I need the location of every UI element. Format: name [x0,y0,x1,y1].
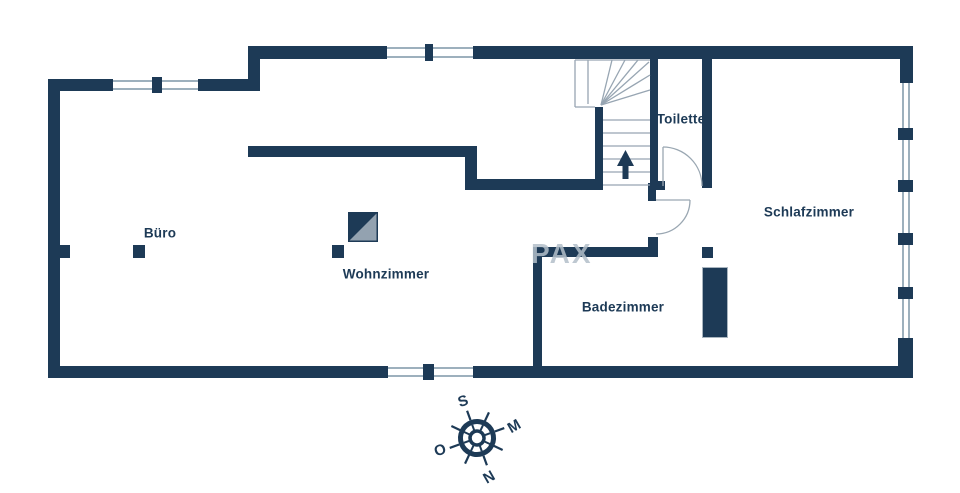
window-mullion [898,180,913,192]
stairs [574,59,651,186]
room-label-badezimmer: Badezimmer [581,299,665,315]
wall [48,79,113,91]
window-mullion [423,364,434,380]
room-label-toilette: Toilette [656,111,706,127]
door-hallway [655,199,691,235]
room-label-wohnzimmer: Wohnzimmer [342,266,430,282]
wall [48,366,388,378]
room-label-schlafzimmer: Schlafzimmer [763,204,855,220]
wall [248,146,477,157]
wall [648,183,656,201]
column-marker [60,245,70,258]
wall [650,58,658,190]
window-mullion [152,77,162,93]
fireplace-triangle [349,213,377,241]
window [902,83,910,338]
room-label-buero: Büro [143,225,177,241]
watermark: PAX [531,238,593,269]
wall [48,79,60,378]
wardrobe [702,267,728,338]
wall [702,58,712,188]
compass-letter-o: O [432,440,449,460]
window-mullion [898,233,913,245]
wall [248,46,387,59]
wall-stub [702,247,713,258]
wall [465,179,598,190]
wall [533,247,658,257]
window-mullion [898,287,913,299]
compass-letter-m: M [505,416,524,437]
compass-letter-n: N [480,467,498,487]
wall [473,366,913,378]
compass-letter-s: S [456,392,471,411]
column-marker [332,245,344,258]
wall [900,46,913,83]
wall [533,247,542,367]
wall [650,181,665,190]
wall [595,107,603,190]
door-toilette [662,146,703,187]
wall [473,46,913,59]
wall [198,79,260,91]
column-marker [133,245,145,258]
up-arrow-icon [617,150,634,179]
window-mullion [425,44,433,61]
window-mullion [898,128,913,140]
compass-rose: S M O N [432,392,524,488]
